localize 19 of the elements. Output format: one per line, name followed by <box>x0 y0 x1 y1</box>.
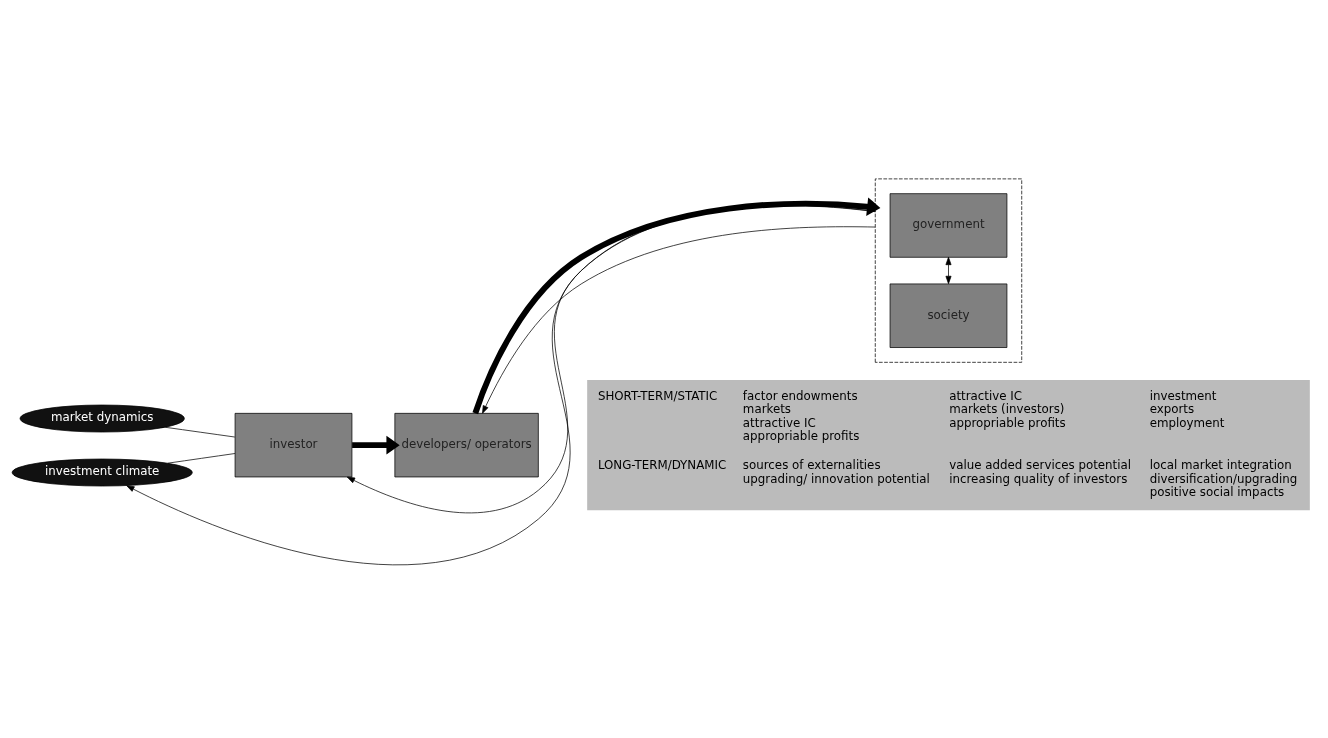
label: employment <box>1149 415 1225 430</box>
label: markets (investors) <box>949 402 1065 417</box>
label: increasing quality of investors <box>949 471 1128 486</box>
label: exports <box>1149 402 1195 417</box>
label: attractive IC <box>742 415 816 430</box>
label: LONG-TERM/DYNAMIC <box>597 458 727 473</box>
label: diversification/upgrading <box>1149 471 1298 486</box>
label: local market integration <box>1149 458 1292 473</box>
label: markets <box>742 402 792 417</box>
label: attractive IC <box>949 388 1023 403</box>
label: positive social impacts <box>1149 485 1285 500</box>
label: sources of externalities <box>742 458 881 473</box>
label: appropriable profits <box>949 415 1066 430</box>
label: investment <box>1149 388 1217 403</box>
label: factor endowments <box>742 388 858 403</box>
label: upgrading/ innovation potential <box>742 471 930 486</box>
label: SHORT-TERM/STATIC <box>597 388 718 403</box>
label: value added services potential <box>949 458 1132 473</box>
label: appropriable profits <box>742 428 860 443</box>
